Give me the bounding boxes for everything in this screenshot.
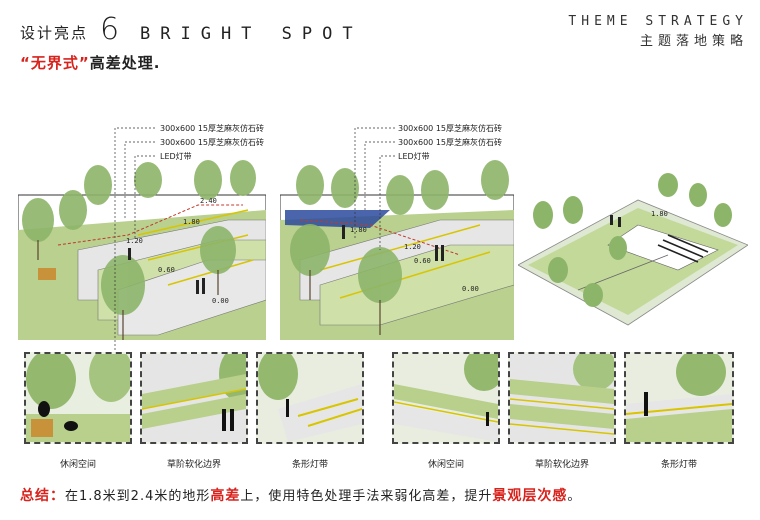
left-elev-5: 0.00 — [212, 297, 229, 305]
left-elev-3: 1.20 — [126, 237, 143, 245]
subtitle-quote-open: “ — [20, 54, 31, 72]
photo-leisure-space-1 — [24, 352, 132, 444]
subtitle: “无界式”高差处理. — [20, 52, 160, 73]
left-elev-2: 1.80 — [183, 218, 200, 226]
mid-callout-3: LED灯带 — [398, 152, 430, 161]
photo-strip-lights-1 — [256, 352, 364, 444]
caption-strip-lights-1: 条形灯带 — [291, 460, 328, 470]
caption-leisure-space-2: 休闲空间 — [427, 460, 464, 470]
photo-grass-steps-2 — [508, 352, 616, 444]
left-callout-2: 300x600 15厚芝麻灰仿石砖 — [160, 138, 264, 147]
left-callout-3: LED灯带 — [160, 152, 192, 161]
theme-cn: 主题落地策略 — [639, 34, 748, 49]
photo-leisure-space-2 — [392, 352, 500, 444]
title-cn: 设计亮点 — [20, 24, 89, 42]
mid-elev-2: 1.20 — [404, 243, 421, 251]
right-axon-diagram — [518, 173, 748, 326]
title-number: 6 — [100, 12, 120, 47]
summary: 总结：在1.8米到2.4米的地形高差上，使用特色处理手法来弱化高差，提升景观层次… — [20, 485, 581, 505]
photo-strip-lights-2 — [624, 352, 734, 444]
mid-elev-4: 0.00 — [462, 285, 479, 293]
subtitle-rest: 高差处理. — [89, 54, 161, 72]
summary-label: 总结： — [20, 488, 65, 504]
left-elev-4: 0.60 — [158, 266, 175, 274]
photo-grass-steps-1 — [140, 352, 248, 444]
subtitle-highlight: 无界式 — [30, 54, 79, 72]
theme-en: THEME STRATEGY — [568, 14, 748, 29]
mid-callout-2: 300x600 15厚芝麻灰仿石砖 — [398, 138, 502, 147]
right-elev-1: 1.80 — [651, 210, 668, 218]
title-en: BRIGHT SPOT — [140, 24, 363, 44]
left-elev-1: 2.40 — [200, 197, 217, 205]
summary-highlight-1: 高差 — [210, 488, 241, 504]
caption-grass-steps-2: 草阶软化边界 — [534, 460, 589, 470]
mid-elev-1: 1.80 — [350, 226, 367, 234]
left-callout-1: 300x600 15厚芝麻灰仿石砖 — [160, 124, 264, 133]
mid-elev-3: 0.60 — [414, 257, 431, 265]
mid-callout-1: 300x600 15厚芝麻灰仿石砖 — [398, 124, 502, 133]
mid-terrace-diagram — [280, 160, 514, 340]
caption-strip-lights-2: 条形灯带 — [660, 460, 697, 470]
mid-callout-lines — [354, 127, 395, 250]
caption-grass-steps-1: 草阶软化边界 — [166, 460, 221, 470]
caption-leisure-space-1: 休闲空间 — [59, 460, 96, 470]
summary-end: 。 — [567, 489, 582, 504]
subtitle-quote-close: ” — [78, 54, 90, 72]
summary-highlight-2: 景观层次感 — [492, 488, 568, 504]
left-callout-lines — [114, 127, 155, 350]
summary-part1: 在1.8米到2.4米的地形 — [65, 489, 211, 504]
summary-part2: 上，使用特色处理手法来弱化高差，提升 — [240, 489, 493, 504]
left-terrace-diagram — [18, 160, 266, 340]
